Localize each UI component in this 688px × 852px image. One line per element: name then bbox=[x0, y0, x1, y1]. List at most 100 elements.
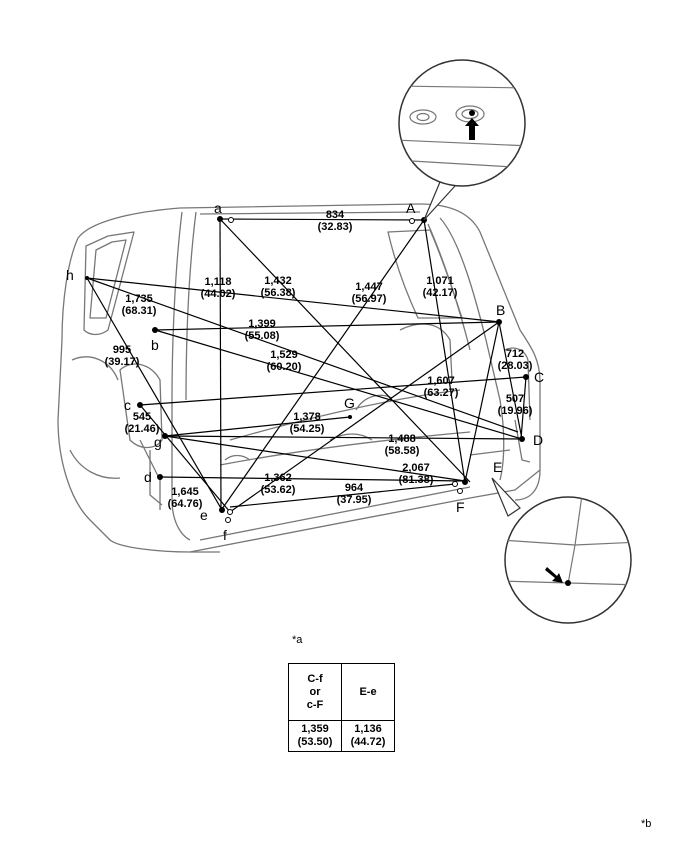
dim-c-g: 545(21.46) bbox=[125, 411, 160, 435]
svg-text:1,362: 1,362 bbox=[264, 472, 292, 484]
dimension-table: C-f or c-F E-e 1,359 (53.50) 1,136 (44.7… bbox=[288, 663, 395, 752]
svg-text:1,488: 1,488 bbox=[388, 433, 416, 445]
zoom-callout-bottom bbox=[491, 477, 632, 624]
svg-text:(32.83): (32.83) bbox=[318, 221, 353, 233]
svg-text:(39.17): (39.17) bbox=[105, 356, 140, 368]
point-label-F: F bbox=[456, 499, 465, 515]
table-header-row: C-f or c-F E-e bbox=[288, 663, 395, 721]
svg-text:995: 995 bbox=[113, 344, 131, 356]
point-marker-e bbox=[219, 507, 225, 513]
svg-text:(68.31): (68.31) bbox=[122, 305, 157, 317]
point-label-D: D bbox=[533, 432, 543, 448]
svg-text:(60.20): (60.20) bbox=[267, 361, 302, 373]
point-label-G: G bbox=[344, 395, 355, 411]
dim-b-D: 1,529(60.20) bbox=[267, 349, 302, 373]
svg-text:1,529: 1,529 bbox=[270, 349, 298, 361]
reference-a: *a bbox=[292, 634, 303, 646]
svg-text:(63.27): (63.27) bbox=[424, 387, 459, 399]
point-label-B: B bbox=[496, 302, 505, 318]
svg-text:1,378: 1,378 bbox=[293, 411, 321, 423]
svg-text:(58.58): (58.58) bbox=[385, 445, 420, 457]
svg-text:(53.62): (53.62) bbox=[261, 484, 296, 496]
point-label-E: E bbox=[493, 459, 502, 475]
zoom-callout-top bbox=[398, 59, 526, 221]
dim-A-E: 1,071(42.17) bbox=[423, 275, 458, 299]
point-label-C: C bbox=[534, 369, 544, 385]
point-marker-b bbox=[152, 327, 158, 333]
point-marker-c bbox=[137, 402, 143, 408]
point-label-b: b bbox=[151, 337, 159, 353]
svg-text:1,735: 1,735 bbox=[125, 293, 153, 305]
svg-text:(81.38): (81.38) bbox=[399, 474, 434, 486]
svg-text:(54.25): (54.25) bbox=[290, 423, 325, 435]
svg-text:1,118: 1,118 bbox=[205, 276, 232, 288]
vehicle-outline bbox=[57, 203, 541, 553]
svg-text:(21.46): (21.46) bbox=[125, 423, 160, 435]
svg-text:507: 507 bbox=[506, 393, 524, 405]
dim-A-e: 1,447(56.97) bbox=[352, 281, 387, 305]
point-marker-h bbox=[85, 276, 89, 280]
measurement-lines bbox=[86, 218, 527, 513]
point-label-g: g bbox=[154, 434, 162, 450]
svg-text:(42.17): (42.17) bbox=[423, 287, 458, 299]
hole-markers bbox=[225, 217, 463, 523]
point-marker-a bbox=[217, 216, 223, 222]
point-label-c: c bbox=[124, 397, 131, 413]
point-labels: a A b B c C d D e E f F g G h bbox=[66, 200, 544, 543]
point-label-a: a bbox=[214, 200, 222, 216]
dim-B-f: 1,362(53.62) bbox=[261, 472, 296, 496]
dim-c-G: 1,378(54.25) bbox=[290, 411, 325, 435]
table-cell-c-f: 1,359 (53.50) bbox=[288, 720, 342, 752]
svg-text:(19.96): (19.96) bbox=[498, 405, 533, 417]
svg-text:1,071: 1,071 bbox=[426, 275, 454, 287]
point-marker-B bbox=[496, 319, 502, 325]
table-cell-e-e: 1,136 (44.72) bbox=[341, 720, 395, 752]
reference-b: *b bbox=[641, 818, 652, 830]
svg-text:545: 545 bbox=[133, 411, 151, 423]
dim-h-b: 1,735(68.31) bbox=[122, 293, 157, 317]
point-label-h: h bbox=[66, 267, 74, 283]
svg-text:(44.02): (44.02) bbox=[201, 288, 236, 300]
dim-g-E: 2,067(81.38) bbox=[399, 462, 434, 486]
point-label-f: f bbox=[223, 527, 227, 543]
svg-text:834: 834 bbox=[326, 209, 345, 221]
table-header-c-f: C-f or c-F bbox=[288, 663, 342, 721]
dim-h-e: 1,645(64.76) bbox=[168, 486, 203, 510]
dim-C-D: 507(19.96) bbox=[498, 393, 533, 417]
svg-text:712: 712 bbox=[506, 348, 524, 360]
dim-f-F: 964(37.95) bbox=[337, 482, 372, 506]
svg-text:(37.95): (37.95) bbox=[337, 494, 372, 506]
dim-c-C: 1,607(63.27) bbox=[424, 375, 459, 399]
point-label-d: d bbox=[144, 469, 152, 485]
svg-text:964: 964 bbox=[345, 482, 364, 494]
svg-text:(28.03): (28.03) bbox=[498, 360, 533, 372]
point-marker-d bbox=[157, 474, 163, 480]
svg-text:1,432: 1,432 bbox=[264, 275, 292, 287]
point-marker-C bbox=[523, 374, 529, 380]
table-header-e-e: E-e bbox=[341, 663, 395, 721]
point-label-e: e bbox=[200, 507, 208, 523]
point-marker-g bbox=[162, 433, 168, 439]
dim-a-E: 1,432(56.38) bbox=[261, 275, 296, 299]
svg-text:1,645: 1,645 bbox=[171, 486, 199, 498]
point-marker-E bbox=[462, 479, 468, 485]
svg-text:1,607: 1,607 bbox=[427, 375, 455, 387]
dim-a-e: 1,118(44.02) bbox=[201, 276, 236, 300]
svg-text:(55.08): (55.08) bbox=[245, 330, 280, 342]
svg-text:(56.38): (56.38) bbox=[261, 287, 296, 299]
dim-g-D: 1,488(58.58) bbox=[385, 433, 420, 457]
dim-a-A: 834(32.83) bbox=[318, 209, 353, 233]
point-label-A: A bbox=[406, 200, 416, 216]
dimension-labels: 834(32.83) 1,118(44.02) 1,432(56.38) 1,4… bbox=[105, 209, 533, 510]
svg-text:1,399: 1,399 bbox=[248, 318, 276, 330]
dim-h-c: 995(39.17) bbox=[105, 344, 140, 368]
svg-text:(64.76): (64.76) bbox=[168, 498, 203, 510]
svg-text:(56.97): (56.97) bbox=[352, 293, 387, 305]
table-row: 1,359 (53.50) 1,136 (44.72) bbox=[288, 720, 395, 752]
dim-B-D: 712(28.03) bbox=[498, 348, 533, 372]
point-marker-D bbox=[519, 436, 525, 442]
svg-text:2,067: 2,067 bbox=[402, 462, 430, 474]
svg-text:1,447: 1,447 bbox=[355, 281, 383, 293]
dim-b-B: 1,399(55.08) bbox=[245, 318, 280, 342]
